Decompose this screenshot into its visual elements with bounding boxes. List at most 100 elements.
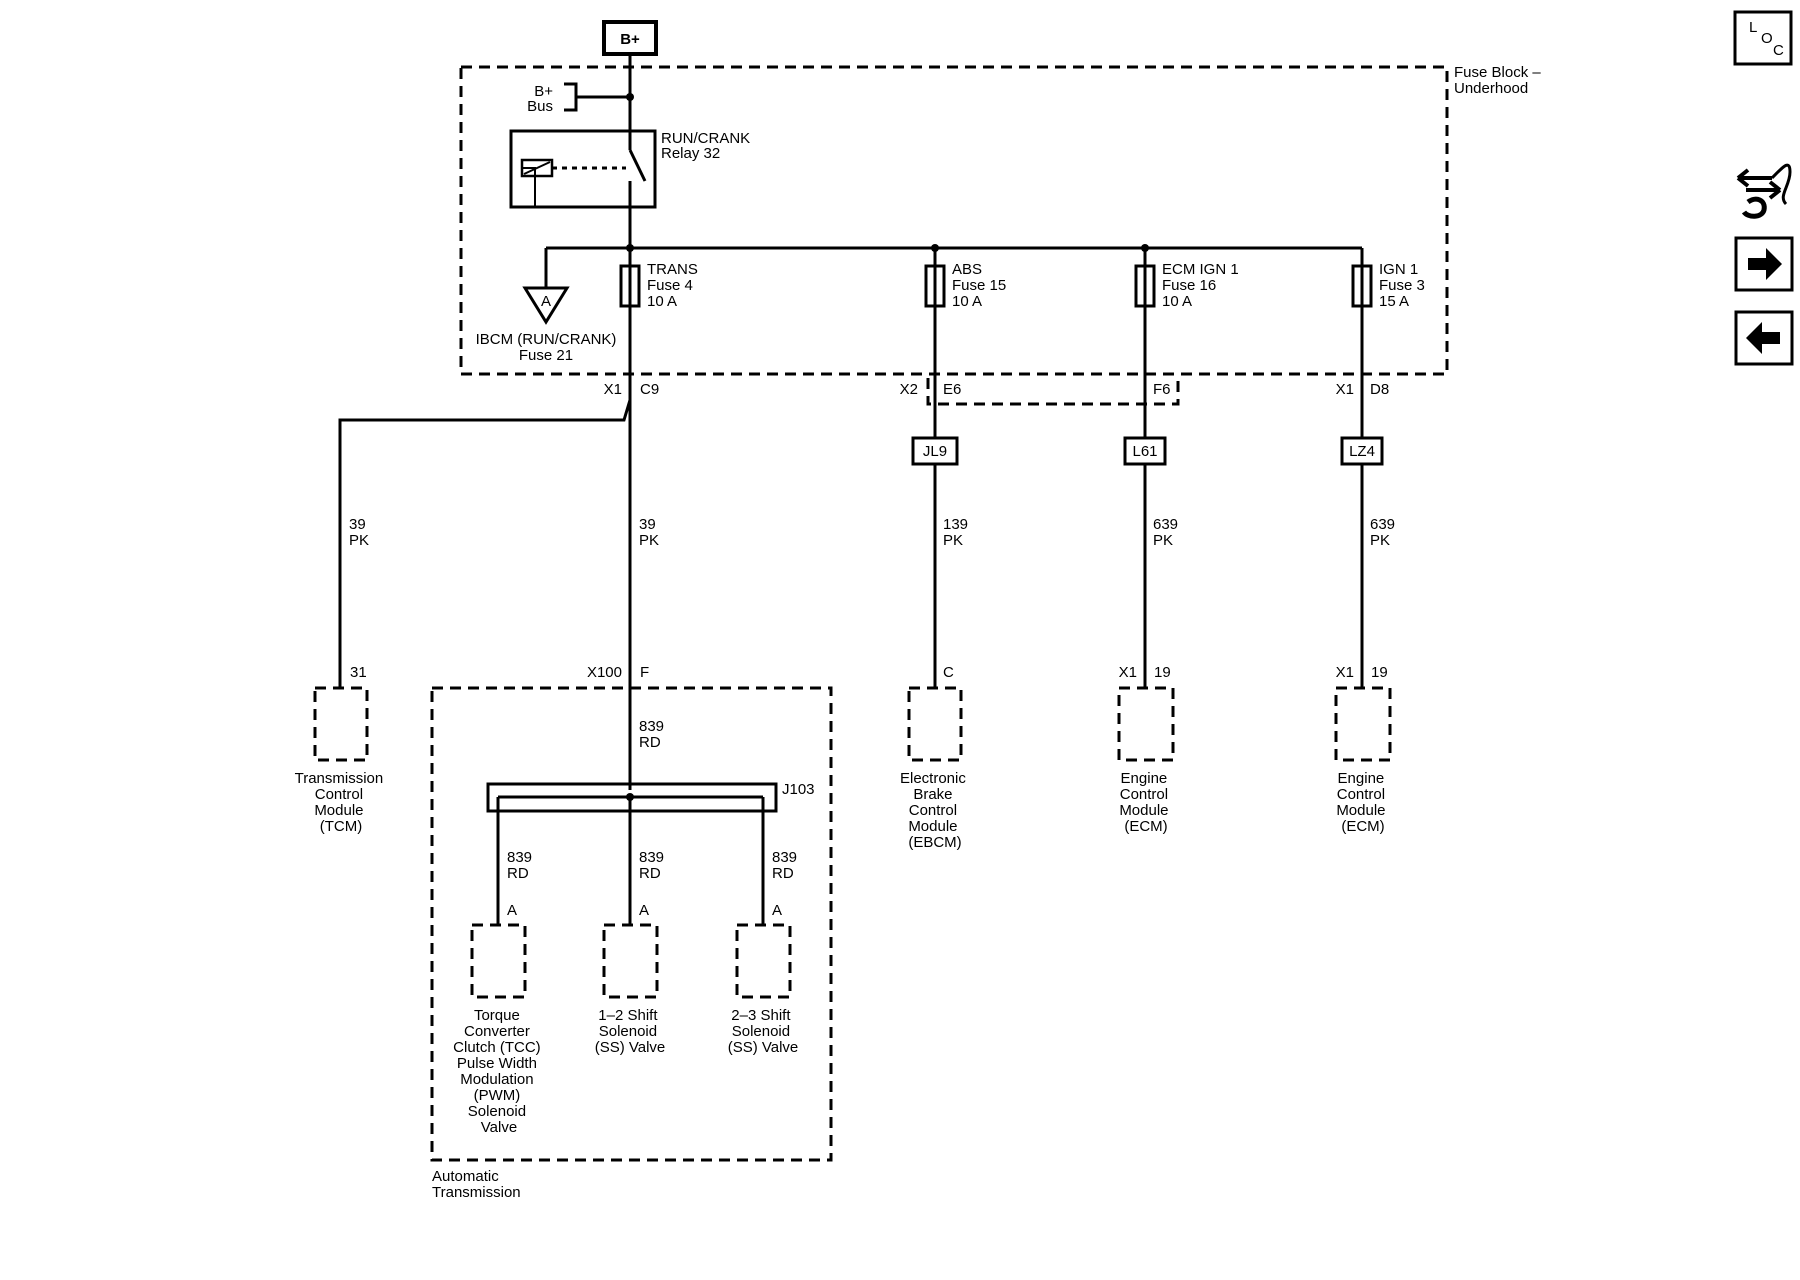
fuse-ign1-name: IGN 1 <box>1379 261 1418 278</box>
splice-j103 <box>486 782 778 813</box>
automatic-transmission-outline <box>430 686 833 1162</box>
bplus-bus-label-2: Bus <box>527 98 553 115</box>
pin-tcm: 31 <box>350 664 367 681</box>
fuse-trans-name: TRANS <box>647 261 698 278</box>
wire-ecm-a-circuit: 639 <box>1153 516 1178 533</box>
wire-internal-color: RD <box>639 734 661 751</box>
pin-x100: X100 <box>587 664 622 681</box>
fuse-ign1-num: Fuse 3 <box>1379 277 1425 294</box>
pin-ebcm: C <box>943 664 954 681</box>
fuse-abs <box>924 248 946 308</box>
fuse-ign1 <box>1351 248 1373 308</box>
power-source-label: B+ <box>620 31 640 48</box>
fuse-ecm-num: Fuse 16 <box>1162 277 1216 294</box>
run-crank-relay <box>509 129 657 209</box>
auto-trans-label-2: Transmission <box>432 1184 521 1201</box>
loc-icon[interactable]: L O C <box>1733 10 1793 66</box>
fuse-block-outline <box>459 65 1449 376</box>
ibcm-ref-label-2: Fuse 21 <box>519 347 573 364</box>
wire-ebcm-circuit: 139 <box>943 516 968 533</box>
wire-ebcm-color: PK <box>943 532 963 549</box>
pin-ss23: A <box>772 902 782 919</box>
wire-tcc-color: RD <box>507 865 529 882</box>
conn-f6-pin: F6 <box>1153 381 1171 398</box>
fuse-ecm-name: ECM IGN 1 <box>1162 261 1239 278</box>
fuse-block-label-1: Fuse Block – <box>1454 64 1541 81</box>
fuse-trans-amps: 10 A <box>647 293 677 310</box>
schematic-tree-icon[interactable] <box>1736 163 1792 219</box>
conn-x2-e6-conn: X2 <box>900 381 918 398</box>
x2-connector-outline <box>926 378 1180 406</box>
option-l61: L61 <box>1123 436 1167 466</box>
svg-text:O: O <box>1761 30 1773 47</box>
fuse-ign1-amps: 15 A <box>1379 293 1409 310</box>
fuse-abs-amps: 10 A <box>952 293 982 310</box>
fuse-trans <box>619 248 641 308</box>
arrow-left-icon[interactable] <box>1734 310 1794 366</box>
tcc-name: Torque Converter Clutch (TCC) Pulse Widt… <box>453 1007 545 1136</box>
fuse-abs-num: Fuse 15 <box>952 277 1006 294</box>
option-jl9: JL9 <box>911 436 959 466</box>
wire-tcm-color: PK <box>349 532 369 549</box>
wire-tcm-circuit: 39 <box>349 516 366 533</box>
fuse-ecm-ign1 <box>1134 248 1156 308</box>
ecm-b-name: Engine Control Module (ECM) <box>1336 770 1389 835</box>
tcm-name: Transmission Control Module (TCM) <box>295 770 388 835</box>
wire-ss12-circuit: 839 <box>639 849 664 866</box>
fuse-ecm-amps: 10 A <box>1162 293 1192 310</box>
fuse-trans-num: Fuse 4 <box>647 277 693 294</box>
svg-text:LZ4: LZ4 <box>1349 443 1375 460</box>
conn-x1-d8-pin: D8 <box>1370 381 1389 398</box>
svg-text:L61: L61 <box>1132 443 1157 460</box>
tcc-solenoid <box>470 923 527 999</box>
svg-text:C: C <box>1773 42 1784 59</box>
wire-ss12-color: RD <box>639 865 661 882</box>
arrow-right-icon[interactable] <box>1734 236 1794 292</box>
ibcm-ref-symbol: A <box>541 293 551 310</box>
conn-x1-c9-pin: C9 <box>640 381 659 398</box>
splice-label: J103 <box>782 781 815 798</box>
wire-tcc-circuit: 839 <box>507 849 532 866</box>
ss12-solenoid <box>602 923 659 999</box>
conn-x2-e6-pin: E6 <box>943 381 961 398</box>
wire-ecm-b-circuit: 639 <box>1370 516 1395 533</box>
ecm-a-name: Engine Control Module (ECM) <box>1119 770 1172 835</box>
wire-trans-color: PK <box>639 532 659 549</box>
tcm-module <box>313 686 369 762</box>
fuse-block-label-2: Underhood <box>1454 80 1528 97</box>
power-source: B+ <box>602 20 658 56</box>
wire-ss23-color: RD <box>772 865 794 882</box>
ss23-name: 2–3 Shift Solenoid (SS) Valve <box>728 1007 799 1056</box>
conn-x1-d8-conn: X1 <box>1336 381 1354 398</box>
pin-trans: F <box>640 664 649 681</box>
pin-ecm-a-conn: X1 <box>1119 664 1137 681</box>
conn-x1-c9-conn: X1 <box>604 381 622 398</box>
auto-trans-label-1: Automatic <box>432 1168 499 1185</box>
relay-label-2: Relay 32 <box>661 145 720 162</box>
pin-ss12: A <box>639 902 649 919</box>
wire-ecm-a-color: PK <box>1153 532 1173 549</box>
bplus-bus-label-1: B+ <box>534 83 553 100</box>
ibcm-reference: A <box>522 248 570 325</box>
pin-tcc: A <box>507 902 517 919</box>
ecm-module-a <box>1117 686 1175 762</box>
relay-label-1: RUN/CRANK <box>661 130 750 147</box>
ebcm-module <box>907 686 963 762</box>
pin-ecm-a-pin: 19 <box>1154 664 1171 681</box>
ss23-solenoid <box>735 923 792 999</box>
fuse-abs-name: ABS <box>952 261 982 278</box>
wire-ss23-circuit: 839 <box>772 849 797 866</box>
wire-internal-circuit: 839 <box>639 718 664 735</box>
ibcm-ref-label-1: IBCM (RUN/CRANK) <box>476 331 617 348</box>
ebcm-name: Electronic Brake Control Module (EBCM) <box>900 770 970 851</box>
ss12-name: 1–2 Shift Solenoid (SS) Valve <box>595 1007 666 1056</box>
ecm-module-b <box>1334 686 1392 762</box>
pin-ecm-b-pin: 19 <box>1371 664 1388 681</box>
wire-ecm-b-color: PK <box>1370 532 1390 549</box>
svg-text:L: L <box>1749 19 1757 36</box>
pin-ecm-b-conn: X1 <box>1336 664 1354 681</box>
option-lz4: LZ4 <box>1340 436 1384 466</box>
svg-text:JL9: JL9 <box>923 443 947 460</box>
wire-trans-circuit: 39 <box>639 516 656 533</box>
